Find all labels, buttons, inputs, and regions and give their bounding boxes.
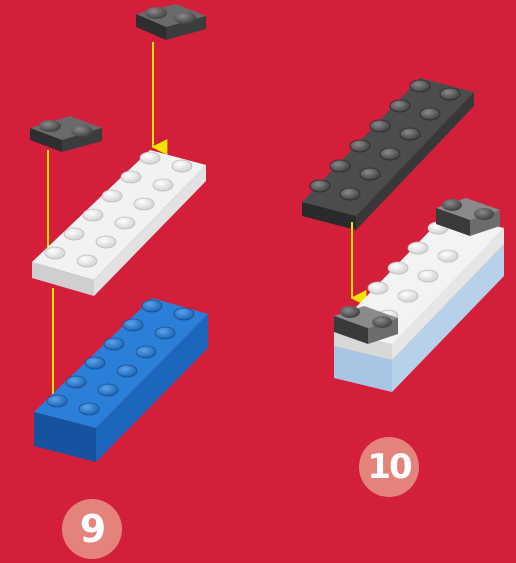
blue-brick-2x6 (34, 298, 208, 462)
dark-plate-1x2-top (136, 4, 206, 40)
dark-plate-1x2-left (30, 116, 102, 152)
light-blue-brick-stack (334, 198, 504, 392)
step-10-assembly (302, 78, 504, 392)
white-plate-2x6 (32, 150, 206, 296)
step-number-badge: 10 (359, 437, 419, 497)
step-number-badge: 9 (62, 499, 122, 559)
step-9-assembly (30, 4, 208, 462)
